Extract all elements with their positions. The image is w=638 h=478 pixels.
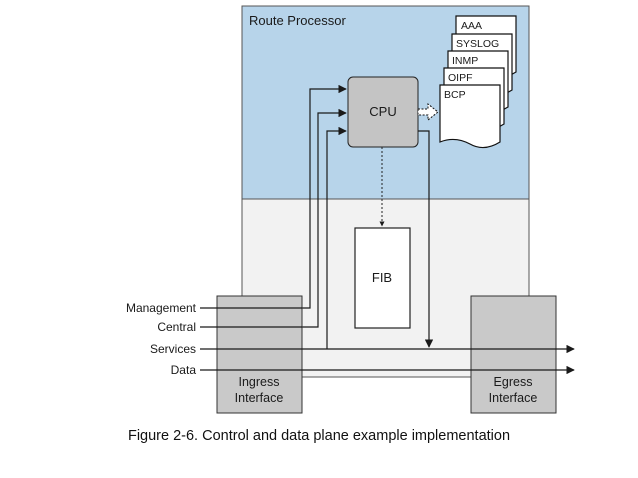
ingress-label-line2: Interface <box>235 391 284 405</box>
cpu-output-path <box>418 130 434 348</box>
fib-label: FIB <box>372 270 392 285</box>
route-processor-title: Route Processor <box>249 13 346 28</box>
input-label-management: Management <box>126 301 197 315</box>
figure-caption: Figure 2-6. Control and data plane examp… <box>127 428 511 444</box>
input-label-services: Services <box>150 342 196 356</box>
fib-box <box>354 227 411 329</box>
services-to-cpu-path <box>326 126 347 349</box>
egress-interface-box <box>470 295 557 414</box>
cpu-to-process-arrow <box>417 102 439 122</box>
process-label-aaa: AAA <box>461 20 482 32</box>
process-stack: AAA SYSLOG INMP OIPF BCP <box>439 15 517 149</box>
cpu-label: CPU <box>369 104 396 119</box>
process-label-inmp: INMP <box>452 55 478 67</box>
process-label-bcp: BCP <box>444 89 466 101</box>
process-label-oipf: OIPF <box>448 72 473 84</box>
input-label-central: Central <box>157 320 196 334</box>
central-path <box>302 108 347 328</box>
process-doc-bcp <box>439 84 501 149</box>
process-label-syslog: SYSLOG <box>456 38 499 50</box>
management-path <box>302 84 347 309</box>
egress-label-line2: Interface <box>489 391 538 405</box>
ingress-label-line1: Ingress <box>239 375 280 389</box>
input-label-data: Data <box>171 363 197 377</box>
egress-label-line1: Egress <box>494 375 533 389</box>
ingress-interface-box <box>216 295 303 414</box>
